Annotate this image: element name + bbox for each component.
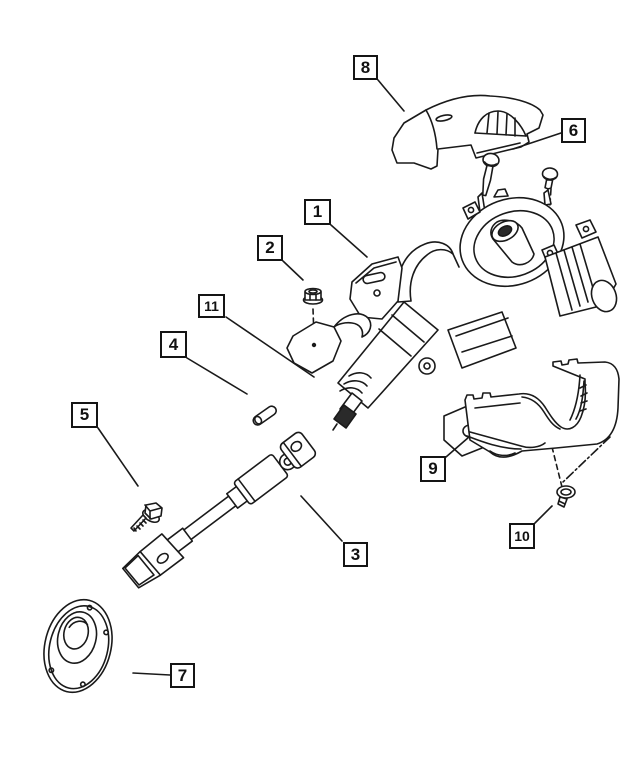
callout-6[interactable]: 6 bbox=[561, 118, 586, 143]
part-lower-shroud bbox=[464, 358, 620, 458]
callout-2[interactable]: 2 bbox=[257, 235, 283, 261]
leader-line-5 bbox=[97, 427, 139, 487]
leader-line-2 bbox=[282, 260, 304, 281]
part-upper-shroud bbox=[391, 94, 544, 170]
callout-5[interactable]: 5 bbox=[71, 402, 98, 428]
callout-7[interactable]: 7 bbox=[170, 663, 195, 688]
part-bolt bbox=[130, 502, 163, 532]
part-screw-6a bbox=[481, 152, 500, 197]
leader-line-3 bbox=[300, 495, 343, 542]
callout-3[interactable]: 3 bbox=[343, 542, 368, 567]
leader-line-4 bbox=[186, 357, 248, 395]
leader-lines bbox=[97, 79, 562, 676]
callout-10[interactable]: 10 bbox=[509, 523, 535, 549]
part-screw-10 bbox=[556, 485, 576, 508]
callout-9[interactable]: 9 bbox=[420, 456, 446, 482]
leader-line-7 bbox=[132, 672, 171, 676]
leader-line-10 bbox=[534, 505, 553, 524]
part-intermediate-shaft bbox=[121, 431, 317, 589]
callout-8[interactable]: 8 bbox=[353, 55, 378, 80]
part-dash-seal bbox=[43, 598, 113, 694]
leader-line-6 bbox=[512, 132, 562, 150]
leader-line-1 bbox=[330, 224, 368, 258]
callout-4[interactable]: 4 bbox=[160, 331, 187, 358]
leader-line-9 bbox=[445, 436, 470, 458]
leader-line-8 bbox=[377, 79, 405, 112]
callout-11[interactable]: 11 bbox=[198, 294, 225, 318]
leader-line-11 bbox=[225, 316, 315, 378]
part-steering-column-assembly bbox=[286, 188, 618, 457]
callout-1[interactable]: 1 bbox=[304, 199, 331, 225]
part-hex-nut bbox=[302, 287, 324, 305]
part-screw-6b bbox=[541, 167, 559, 190]
part-pin bbox=[252, 405, 277, 426]
